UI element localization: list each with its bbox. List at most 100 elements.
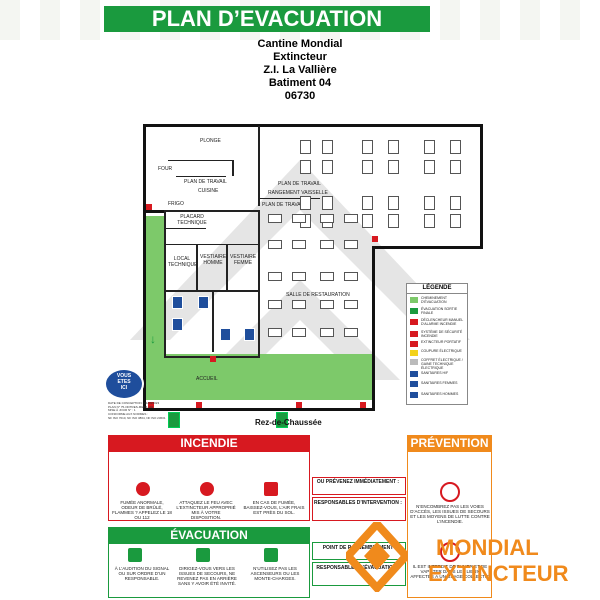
dining-table xyxy=(388,196,399,210)
dining-table xyxy=(300,196,311,210)
toilets-icon xyxy=(172,296,183,309)
toilets-icon xyxy=(172,318,183,331)
legend-item: SANITAIRES HOMMES xyxy=(421,392,459,396)
dining-table xyxy=(388,140,399,154)
dining-table xyxy=(268,272,282,281)
address-line: Cantine Mondial xyxy=(257,38,343,50)
dining-table xyxy=(424,140,435,154)
emergency-exit-icon xyxy=(168,412,180,428)
men-toilets-icon xyxy=(410,392,418,398)
plan-metadata: DATE DE CONCEPTION : 21/08/2023 PLAN N° … xyxy=(108,401,172,421)
evacuation-step: DIRIGEZ-VOUS VERS LES ISSUES DE SECOURS,… xyxy=(177,566,237,586)
address-line: Extincteur xyxy=(273,51,327,63)
legend-item: DÉCLENCHEUR MANUEL D’ALARME INCENDIE xyxy=(421,318,464,326)
exit-icon xyxy=(410,308,418,314)
wall xyxy=(164,290,260,292)
dining-table xyxy=(424,214,435,228)
wall xyxy=(143,408,375,411)
legend-swatch-path xyxy=(410,297,418,303)
phone-icon xyxy=(136,482,150,496)
dining-table xyxy=(362,196,373,210)
dining-table xyxy=(450,140,461,154)
dining-table xyxy=(322,160,333,174)
prevention-header: PRÉVENTION xyxy=(407,435,492,451)
wall xyxy=(226,245,228,290)
wall xyxy=(168,160,234,161)
incendie-header: INCENDIE xyxy=(108,435,310,451)
wall xyxy=(164,210,260,212)
legend-item: SANITAIRES H/F xyxy=(421,371,449,375)
room-label: CUISINE xyxy=(198,188,219,194)
dining-table xyxy=(450,196,461,210)
evacuation-path xyxy=(146,354,374,400)
legend-item: COUPURE ÉLECTRIQUE xyxy=(421,349,462,353)
prevention-panel xyxy=(407,451,492,598)
wall xyxy=(143,124,483,127)
dining-table xyxy=(362,140,373,154)
dining-table xyxy=(344,272,358,281)
wall xyxy=(143,212,146,410)
dining-table xyxy=(344,300,358,309)
room-label: PLAN DE TRAVAIL xyxy=(278,181,321,187)
dining-table xyxy=(320,300,334,309)
wall xyxy=(258,210,260,358)
toilets-icon xyxy=(244,328,255,341)
safety-system-icon xyxy=(410,331,418,337)
incendie-step: FUMÉE ANORMALE, ODEUR DE BRÛLÉ, FLAMMES … xyxy=(112,500,172,520)
responsables-intervention-label: RESPONSABLES D’INTERVENTION : xyxy=(314,500,402,506)
prevention-text: N’ENCOMBREZ PAS LES VOIES D’ACCÈS, LES I… xyxy=(410,504,490,524)
room-label: VESTIAIRE HOMME xyxy=(200,254,227,266)
dining-table xyxy=(344,214,358,223)
arrow-down-icon: ↓ xyxy=(150,332,156,346)
dining-table xyxy=(268,214,282,223)
dining-table xyxy=(344,240,358,249)
brand-logo-icon xyxy=(346,522,408,592)
room-label: PLACARD TECHNIQUE xyxy=(177,214,207,226)
toilets-icon xyxy=(410,371,418,377)
dining-table xyxy=(362,214,373,228)
electrical-box-icon xyxy=(410,359,418,365)
dining-table xyxy=(424,160,435,174)
room-label: VESTIAIRE FEMME xyxy=(230,254,257,266)
power-cut-icon xyxy=(410,350,418,356)
wall xyxy=(143,210,165,213)
fire-extinguisher-icon xyxy=(196,402,202,408)
dining-table xyxy=(344,328,358,337)
fine-print-line: NF ISO 7010, NF ISO 3864, NF ISO 23601 xyxy=(108,415,166,420)
legend-item: COFFRET ÉLECTRIQUE / GAINE TECHNIQUE ÉLE… xyxy=(421,358,463,370)
dining-table xyxy=(322,140,333,154)
prevenir-box xyxy=(312,477,406,495)
legend-item: SANITAIRES FEMMES xyxy=(421,381,458,385)
you-are-here-text: ETES xyxy=(117,379,131,385)
wall xyxy=(480,124,483,248)
legend: LÉGENDE CHEMINEMENT D’ÉVACUATION ÉVACUAT… xyxy=(406,283,468,405)
wall xyxy=(372,246,483,249)
prevention-text: IL EST INTERDIT DE FUMER ET DE VAPOTER D… xyxy=(410,564,490,579)
fire-extinguisher-icon xyxy=(410,341,418,347)
room-label: RANGEMENT VAISSELLE xyxy=(268,190,328,196)
legend-item: CHEMINEMENT D’ÉVACUATION xyxy=(421,296,447,304)
dining-table xyxy=(450,160,461,174)
wall xyxy=(176,176,226,177)
alarm-icon xyxy=(410,319,418,325)
room-label: ACCUEIL xyxy=(196,376,218,382)
address-block: Cantine Mondial Extincteur Z.I. La Valli… xyxy=(200,38,400,103)
prevenir-label: OU PRÉVENEZ IMMÉDIATEMENT : xyxy=(316,479,400,485)
you-are-here-marker: VOUS ETES ICI xyxy=(104,368,144,400)
room-label: SALLE DE RESTAURATION xyxy=(286,292,350,298)
legend-item: ÉVACUATION SORTIE FINALE xyxy=(421,307,458,315)
room-label: PLAN DE TRAVAIL xyxy=(262,202,305,208)
dining-table xyxy=(300,140,311,154)
fire-extinguisher-icon xyxy=(372,236,378,242)
page-title: PLAN D’EVACUATION xyxy=(104,6,430,32)
fire-extinguisher-icon xyxy=(146,204,152,210)
fire-extinguisher-icon xyxy=(296,402,302,408)
dining-table xyxy=(320,240,334,249)
brand-name: MONDIAL xyxy=(436,535,539,560)
wall xyxy=(232,160,234,176)
responsables-intervention-box xyxy=(312,497,406,521)
incendie-step: EN CAS DE FUMÉE, BAISSEZ-VOUS, L’AIR FRA… xyxy=(243,500,305,515)
legend-title: LÉGENDE xyxy=(407,284,467,294)
brand-name: EXTINCTEUR xyxy=(428,561,569,586)
room-label: FOUR xyxy=(158,166,173,172)
